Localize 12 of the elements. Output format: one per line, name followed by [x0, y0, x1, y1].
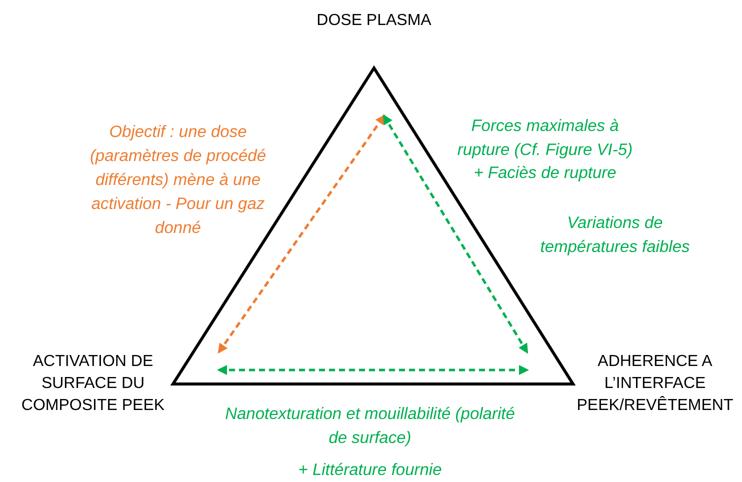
annotation-text: Objectif : une dose (paramètres de procédé différents) mène à une activation - Pour un gaz donné	[88, 122, 268, 239]
vertex-label: DOSE PLASMA	[259, 10, 489, 32]
double-arrow	[382, 114, 528, 354]
annotation-text: Variations de températures faibles	[539, 213, 691, 258]
vertex-label: ADHERENCE A L’INTERFACE PEEK/REVÊTEMENT	[570, 351, 740, 417]
annotation-text: + Faciès de rupture	[472, 163, 618, 184]
vertex-label: ACTIVATION DE SURFACE DU COMPOSITE PEEK	[2, 351, 184, 417]
double-arrow	[217, 365, 529, 375]
annotation-text: Forces maximales à rupture (Cf. Figure VI-5)	[456, 116, 634, 161]
annotation-text: + Littérature fournie	[297, 460, 443, 481]
annotation-text: Nanotexturation et mouillabilité (polarité de surface)	[224, 404, 516, 449]
double-arrow	[218, 114, 386, 354]
